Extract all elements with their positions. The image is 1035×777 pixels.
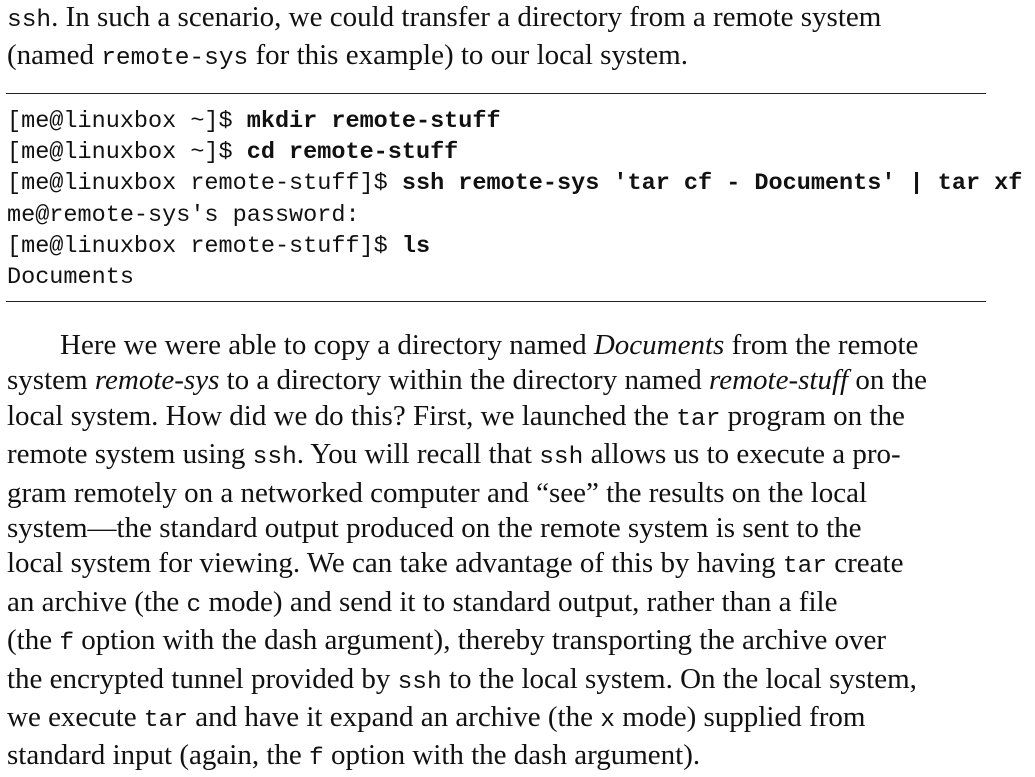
body-text: program on the [720,399,905,432]
intro-text: (named [7,39,102,71]
bottom-divider [6,301,986,302]
terminal-line: [me@linuxbox remote-stuff]$ ls [7,231,987,262]
body-line: local system for viewing. We can take ad… [7,546,989,584]
body-line: (the f option with the dash argument), t… [7,623,989,661]
body-text: to the local system. On the local system… [441,662,917,695]
body-text: system—the standard output produced on t… [7,512,862,545]
intro-text: for this example) to our local system. [248,39,688,71]
body-line: we execute tar and have it expand an arc… [7,700,989,738]
inline-code: tar [143,707,188,735]
body-text: from the remote [724,329,919,361]
terminal-prompt: [me@linuxbox remote-stuff]$ [7,232,402,260]
body-paragraph: Here we were able to copy a directory na… [7,328,989,777]
body-line: system remote-sys to a directory within … [7,363,989,398]
body-text: allows us to execute a pro- [583,438,901,471]
top-divider [6,93,986,94]
inline-code: f [309,745,324,773]
body-text: gram remotely on a networked computer an… [7,476,868,509]
inline-code: f [59,630,75,658]
terminal-prompt: [me@linuxbox ~]$ [7,139,247,167]
body-line: standard input (again, the f option with… [7,738,989,776]
inline-code: ssh [397,668,442,696]
body-line: remote system using ssh. You will recall… [7,437,989,475]
body-text: local system for viewing. We can take ad… [7,547,783,580]
terminal-line: Documents [7,262,987,293]
intro-paragraph: ssh. In such a scenario, we could transf… [7,0,1007,76]
body-text: an archive (the [7,585,187,618]
body-line: local system. How did we do this? First,… [7,399,989,437]
terminal-line: me@remote-sys's password: [7,200,987,231]
body-line: an archive (the c mode) and send it to s… [7,585,989,623]
body-text: . You will recall that [296,438,540,471]
body-text: remote system using [7,438,253,471]
terminal-prompt: [me@linuxbox ~]$ [7,108,247,135]
terminal-line: [me@linuxbox ~]$ cd remote-stuff [7,137,987,168]
body-line: the encrypted tunnel provided by ssh to … [7,662,989,700]
body-text: create [827,547,904,580]
body-text: option with the dash argument). [323,739,701,772]
body-text: and have it expand an archive (the [187,701,601,734]
body-text: (the [7,624,60,657]
body-line: gram remotely on a networked computer an… [7,476,989,511]
terminal-command: ls [401,232,431,260]
terminal-line: [me@linuxbox remote-stuff]$ ssh remote-s… [7,168,1035,199]
body-text: mode) supplied from [614,701,866,734]
terminal-line: [me@linuxbox ~]$ mkdir remote-stuff [7,106,987,137]
body-text: option with the dash argument), thereby … [74,624,887,657]
inline-code: ssh [7,7,52,34]
body-line: Here we were able to copy a directory na… [7,328,989,363]
inline-code: remote-sys [101,45,249,72]
terminal-prompt: [me@linuxbox remote-stuff]$ [7,170,402,198]
body-text: local system. How did we do this? First,… [7,399,677,432]
terminal-command: mkdir remote-stuff [246,108,501,135]
body-text: on the [848,364,928,397]
body-line: system—the standard output produced on t… [7,511,989,546]
inline-code: c [186,591,202,619]
terminal-command: cd remote-stuff [246,139,459,167]
intro-line-2: (named remote-sys for this example) to o… [7,38,1007,76]
italic-term: remote-stuff [709,364,849,397]
body-text: mode) and send it to standard output, ra… [201,585,838,618]
body-text: to a directory within the directory name… [219,364,709,397]
inline-code: ssh [252,444,297,472]
body-text: we execute [7,701,144,734]
terminal-listing: [me@linuxbox ~]$ mkdir remote-stuff [me@… [7,106,1035,293]
italic-term: Documents [593,329,725,361]
terminal-output: Documents [7,264,134,292]
inline-code: tar [782,553,827,581]
intro-text: . In such a scenario, we could transfer … [51,1,882,33]
inline-code: ssh [539,444,584,472]
inline-code: x [600,707,615,735]
body-text: Here we were able to copy a directory na… [60,329,594,361]
body-text: standard input (again, the [7,739,309,772]
body-text: the encrypted tunnel provided by [7,662,398,695]
intro-line-1: ssh. In such a scenario, we could transf… [7,0,1007,38]
body-text: system [7,364,95,397]
inline-code: tar [676,405,721,433]
italic-term: remote-sys [94,364,220,397]
terminal-output: me@remote-sys's password: [7,201,360,229]
terminal-command: ssh remote-sys 'tar cf - Documents' | ta… [401,170,1035,198]
